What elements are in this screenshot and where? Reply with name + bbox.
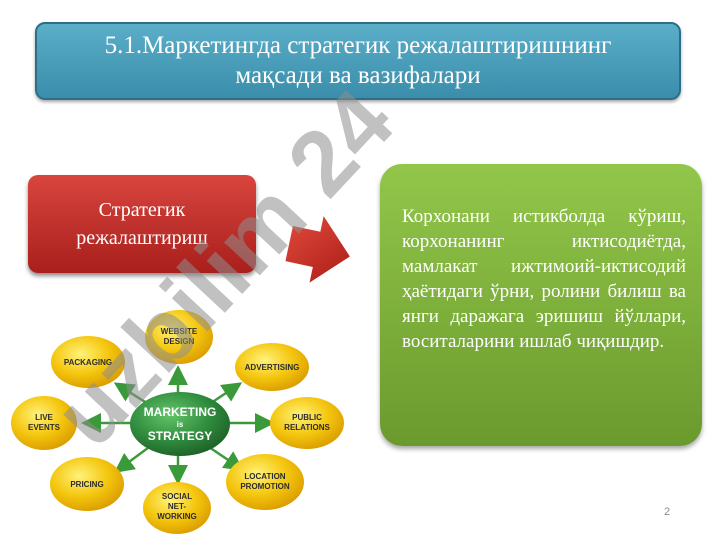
node-social-line-2: NET- bbox=[168, 502, 187, 511]
node-pricing bbox=[50, 457, 124, 511]
node-pricing-label: PRICING bbox=[70, 480, 103, 489]
node-packaging bbox=[51, 336, 125, 388]
node-advertising-label: ADVERTISING bbox=[245, 363, 300, 372]
strategic-planning-box: Стратегик режалаштириш bbox=[28, 175, 256, 273]
node-live-events bbox=[11, 396, 77, 450]
center-line-3: STRATEGY bbox=[148, 429, 212, 443]
node-social-line-3: WORKING bbox=[157, 512, 197, 521]
node-website-line-1: WEBSITE bbox=[161, 327, 198, 336]
node-packaging-label: PACKAGING bbox=[64, 358, 112, 367]
node-location-line-1: LOCATION bbox=[244, 472, 285, 481]
title-line-1: 5.1.Маркетингда стратегик режалаштиришни… bbox=[104, 32, 612, 59]
red-box-line-2: режалаштириш bbox=[76, 227, 208, 249]
slide-title: 5.1.Маркетингда стратегик режалаштиришни… bbox=[35, 22, 681, 100]
arrow-location bbox=[205, 443, 245, 471]
red-box-line-1: Стратегик bbox=[98, 199, 186, 221]
arrow-pricing bbox=[113, 443, 153, 473]
node-social-line-1: SOCIAL bbox=[162, 492, 192, 501]
node-location-line-2: PROMOTION bbox=[240, 482, 290, 491]
node-advertising bbox=[235, 343, 309, 391]
center-line-1: MARKETING bbox=[144, 405, 217, 419]
node-website-design bbox=[145, 310, 213, 364]
definition-box: Корхонани истикболда кўриш, корхонанинг … bbox=[380, 164, 702, 446]
node-website-line-2: DESIGN bbox=[164, 337, 195, 346]
node-public-relations bbox=[270, 397, 344, 449]
node-location-promotion bbox=[226, 454, 304, 510]
title-line-2: мақсади ва вазифалари bbox=[235, 62, 481, 89]
red-arrow-icon bbox=[285, 216, 350, 283]
node-public-line-1: PUBLIC bbox=[292, 413, 322, 422]
center-node bbox=[130, 392, 230, 456]
definition-text: Корхонани истикболда кўриш, корхонанинг … bbox=[402, 206, 686, 352]
node-live-line-1: LIVE bbox=[35, 413, 53, 422]
center-line-2: is bbox=[177, 420, 184, 429]
node-social-networking bbox=[143, 482, 211, 534]
node-public-line-2: RELATIONS bbox=[284, 423, 330, 432]
node-live-line-2: EVENTS bbox=[28, 423, 61, 432]
page-number: 2 bbox=[664, 506, 671, 518]
